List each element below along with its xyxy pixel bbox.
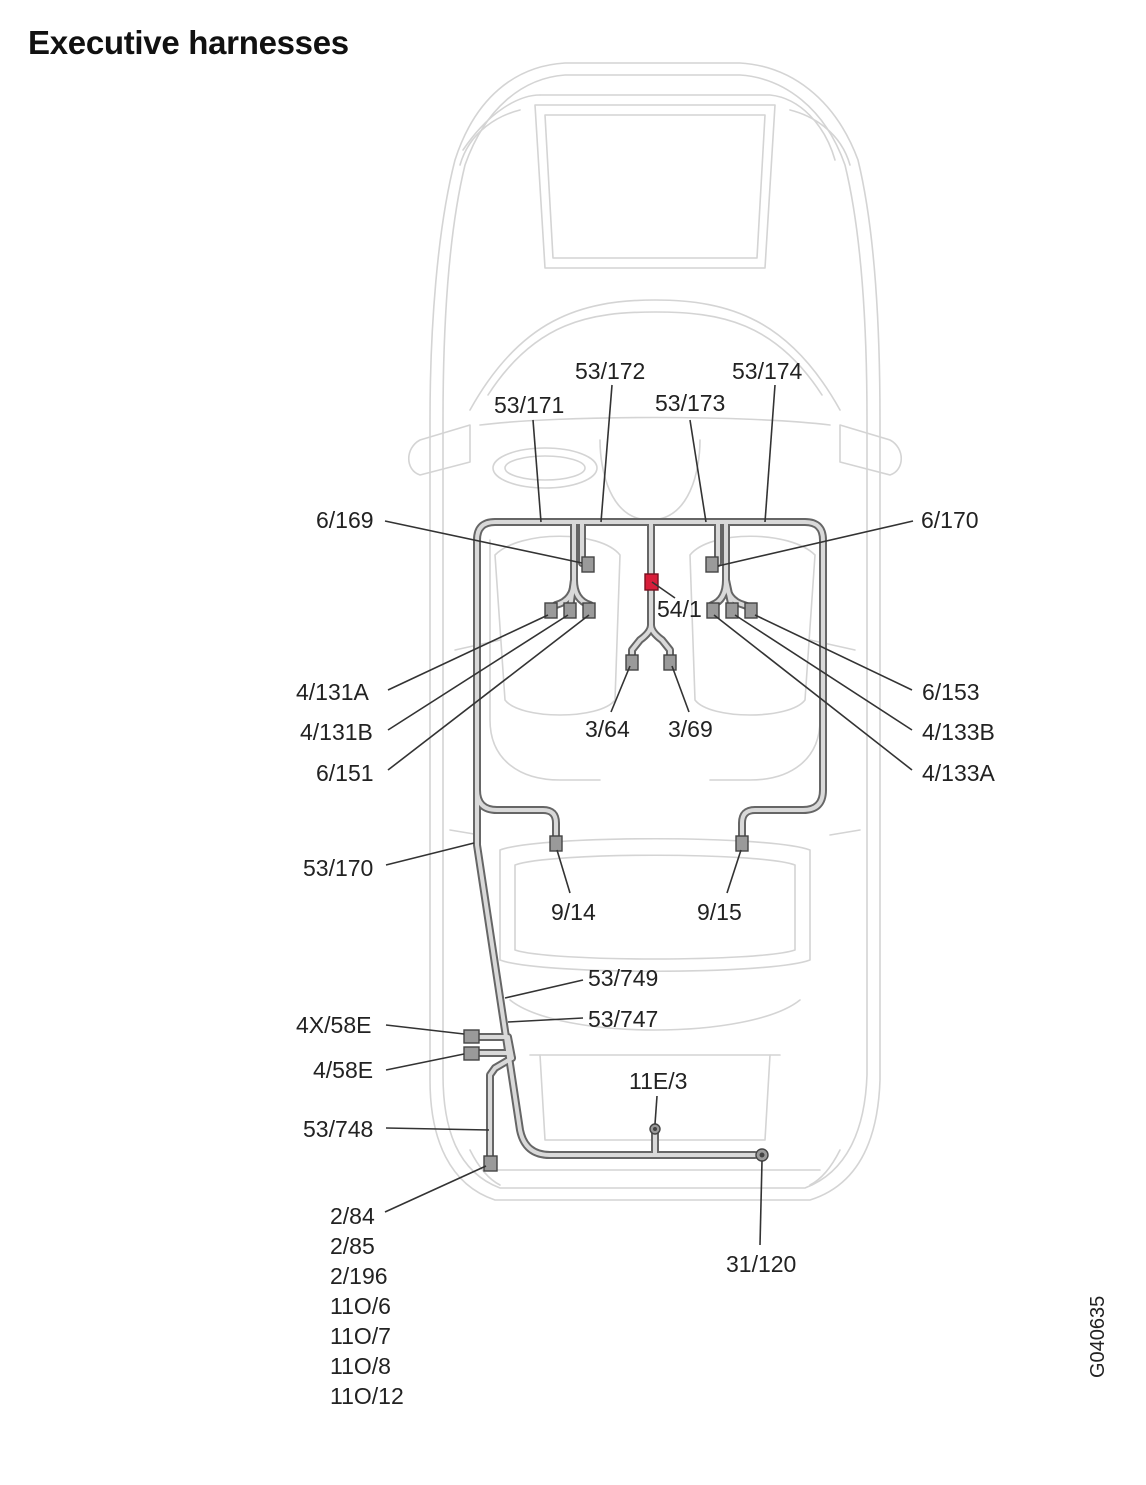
label-9-15: 9/15 <box>697 899 742 925</box>
label-2-85: 2/85 <box>330 1233 375 1259</box>
label-3-64: 3/64 <box>585 716 630 742</box>
callout-labels: 53/172 53/174 53/171 53/173 6/169 6/170 … <box>296 358 996 1409</box>
connector-54-1-highlighted <box>644 573 659 591</box>
connector-6-153 <box>744 602 758 619</box>
label-2-84: 2/84 <box>330 1203 375 1229</box>
harness-lines <box>473 518 827 1162</box>
label-53-174: 53/174 <box>732 358 803 384</box>
figure-code: G040635 <box>1087 1296 1109 1378</box>
label-9-14: 9/14 <box>551 899 596 925</box>
label-53-748: 53/748 <box>303 1116 373 1142</box>
connectors <box>463 556 769 1172</box>
connector-3-69 <box>663 654 677 671</box>
label-54-1: 54/1 <box>657 596 702 622</box>
label-53-749: 53/749 <box>588 965 658 991</box>
label-11O-6: 11O/6 <box>330 1293 391 1319</box>
leader-lines <box>384 384 914 1246</box>
label-11O-12: 11O/12 <box>330 1383 404 1409</box>
label-4-131B: 4/131B <box>300 719 373 745</box>
label-11O-8: 11O/8 <box>330 1353 391 1379</box>
connector-9-15 <box>735 835 749 852</box>
label-53-172: 53/172 <box>575 358 645 384</box>
label-6-151: 6/151 <box>316 760 374 786</box>
connector-6-151 <box>582 602 596 619</box>
label-53-173: 53/173 <box>655 390 725 416</box>
connector-4-133B <box>725 602 739 619</box>
label-4X-58E: 4X/58E <box>296 1012 371 1038</box>
label-11E-3: 11E/3 <box>629 1068 687 1094</box>
label-4-131A: 4/131A <box>296 679 370 705</box>
connector-6-169 <box>581 556 595 573</box>
page-title: Executive harnesses <box>28 24 349 61</box>
connector-6-170 <box>705 556 719 573</box>
connector-4X-58E <box>463 1029 480 1044</box>
connector-9-14 <box>549 835 563 852</box>
label-6-153: 6/153 <box>922 679 980 705</box>
label-53-170: 53/170 <box>303 855 373 881</box>
label-4-133A: 4/133A <box>922 760 996 786</box>
label-31-120: 31/120 <box>726 1251 796 1277</box>
label-53-171: 53/171 <box>494 392 564 418</box>
label-6-170: 6/170 <box>921 507 979 533</box>
connector-4-58E <box>463 1046 480 1061</box>
label-6-169: 6/169 <box>316 507 374 533</box>
connector-3-64 <box>625 654 639 671</box>
connector-2-84-group <box>483 1155 498 1172</box>
label-3-69: 3/69 <box>668 716 713 742</box>
connector-4-131A <box>544 602 558 619</box>
label-11O-7: 11O/7 <box>330 1323 391 1349</box>
label-53-747: 53/747 <box>588 1006 658 1032</box>
connector-4-131B <box>563 602 577 619</box>
connector-4-133A <box>706 602 720 619</box>
label-2-196: 2/196 <box>330 1263 388 1289</box>
label-4-58E: 4/58E <box>313 1057 373 1083</box>
label-4-133B: 4/133B <box>922 719 995 745</box>
